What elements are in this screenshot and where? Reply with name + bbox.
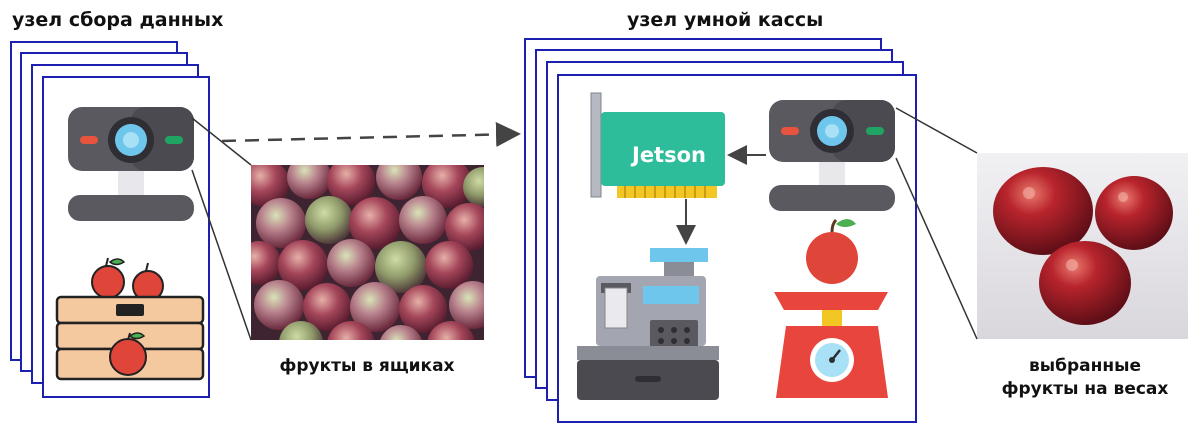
cash-register-icon bbox=[577, 248, 719, 400]
view-line-bottom bbox=[191, 169, 252, 341]
camera-icon-checkout bbox=[769, 100, 895, 211]
selected-fruits-caption-line1: выбранные bbox=[1028, 356, 1142, 376]
apple-crate-icon bbox=[55, 257, 205, 381]
fruit-crates-photo bbox=[251, 165, 484, 340]
apple-pile-image bbox=[251, 165, 484, 340]
selected-fruits-photo bbox=[977, 153, 1188, 339]
fruit-crates-caption: фрукты в ящиках bbox=[279, 356, 455, 376]
selected-fruits-caption-line2: фрукты на весах bbox=[1001, 379, 1169, 399]
jetson-board-icon: Jetson bbox=[590, 92, 725, 198]
dashed-transfer-arrow bbox=[221, 121, 521, 147]
checkout-node-title: узел умной кассы bbox=[627, 9, 824, 31]
camera-icon-collection bbox=[68, 107, 194, 221]
selected-fruits-caption: выбранные фрукты на весах bbox=[985, 355, 1185, 401]
scale-icon bbox=[774, 218, 888, 398]
view-line-checkout-bottom bbox=[895, 157, 978, 340]
view-line-checkout-top bbox=[895, 107, 978, 154]
jetson-label: Jetson bbox=[630, 143, 706, 167]
view-line-top bbox=[191, 117, 252, 166]
three-apples-image bbox=[977, 153, 1188, 339]
collection-node-title: узел сбора данных bbox=[12, 9, 224, 31]
